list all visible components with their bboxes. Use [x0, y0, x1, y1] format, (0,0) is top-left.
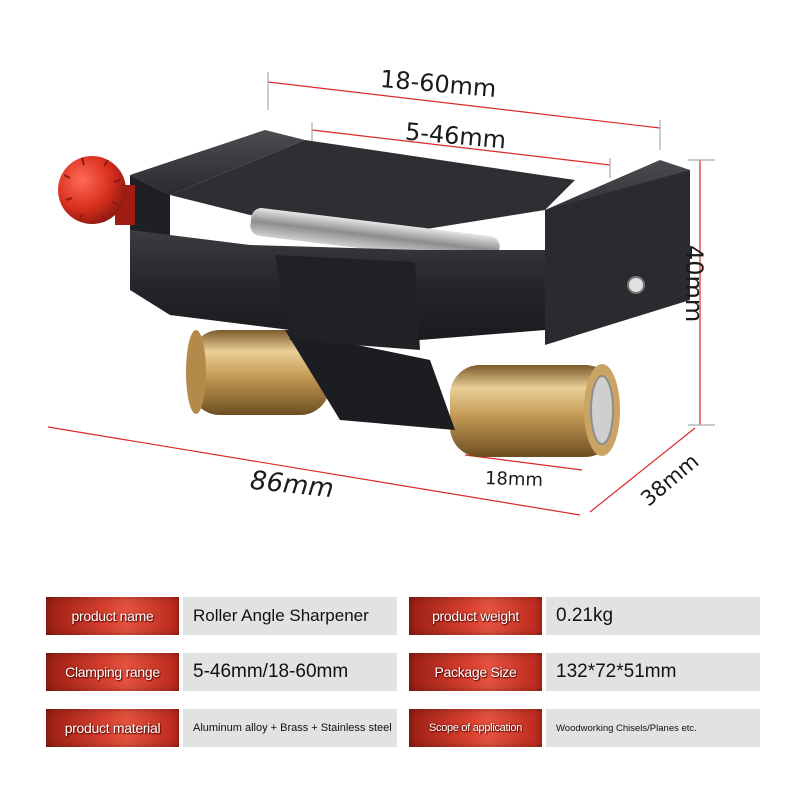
spec-value: Woodworking Chisels/Planes etc. [546, 709, 760, 747]
spring [250, 208, 500, 264]
center-support [285, 330, 455, 430]
height-dimension: 40mm [680, 245, 708, 323]
spec-row: Clamping range 5-46mm/18-60mm Package Si… [46, 653, 760, 691]
spec-value: Aluminum alloy + Brass + Stainless steel [183, 709, 397, 747]
spec-value: 0.21kg [546, 597, 760, 635]
spec-label: Clamping range [46, 653, 179, 691]
spec-label: product material [46, 709, 179, 747]
product-photo [47, 72, 715, 516]
red-knob [58, 156, 135, 225]
spec-value: Roller Angle Sharpener [183, 597, 397, 635]
spec-row: product name Roller Angle Sharpener prod… [46, 597, 760, 635]
roller-dimension: 18mm [484, 467, 544, 492]
clamp-body [130, 130, 690, 350]
spec-value: 132*72*51mm [546, 653, 760, 691]
pin [627, 276, 645, 294]
spec-label: Package Size [409, 653, 542, 691]
spec-row: product material Aluminum alloy + Brass … [46, 709, 760, 747]
spec-table: product name Roller Angle Sharpener prod… [46, 597, 760, 765]
spec-label: product weight [409, 597, 542, 635]
brass-roller-right [450, 364, 620, 457]
spec-value: 5-46mm/18-60mm [183, 653, 397, 691]
spec-label: Scope of application [409, 709, 542, 747]
spec-label: product name [46, 597, 179, 635]
dimension-lines [47, 72, 715, 516]
brass-roller-left [186, 330, 330, 415]
